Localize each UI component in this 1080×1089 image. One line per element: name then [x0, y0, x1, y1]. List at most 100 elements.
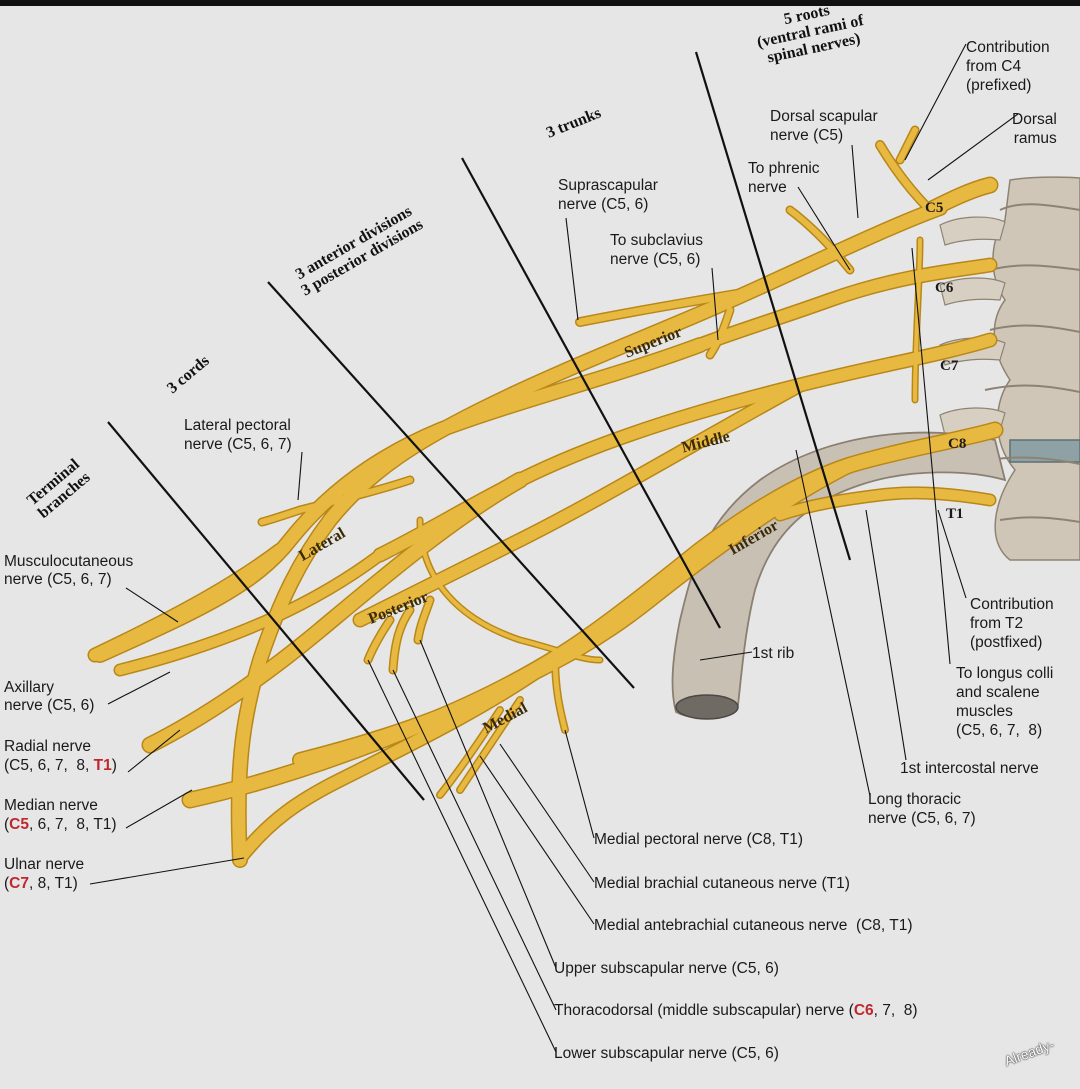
lateral-pectoral-nerve	[259, 477, 413, 525]
suprascapular-nerve	[576, 286, 764, 326]
thoracodorsal-text: Thoracodorsal (middle subscapular) nerve…	[554, 1002, 854, 1019]
leader-axillary	[107, 671, 171, 705]
label-to-subclavius: To subclavius nerve (C5, 6)	[610, 232, 704, 268]
upper-subscapular-nerve	[415, 597, 433, 643]
root-c8-label: C8	[948, 436, 967, 452]
label-medial-brachial: Medial brachial cutaneous nerve (T1)	[594, 875, 850, 892]
label-contribution-t2: Contribution from T2 (postfixed)	[970, 596, 1054, 651]
label-medial-pectoral: Medial pectoral nerve (C8, T1)	[594, 831, 804, 848]
leader-lower-subscapular	[367, 659, 557, 1053]
median-open-paren: (	[4, 816, 10, 833]
vertebral-column	[939, 176, 1080, 561]
label-axillary-1: Axillary	[4, 679, 54, 696]
top-bar	[0, 0, 1080, 6]
separator-cords-branches	[107, 421, 425, 801]
thoracodorsal-nerve	[390, 607, 413, 673]
label-ulnar-1: Ulnar nerve	[4, 856, 85, 873]
label-lateral-pectoral: Lateral pectoral nerve (C5, 6, 7)	[184, 417, 292, 453]
leader-first-rib	[699, 651, 753, 661]
c8-inferior-outline	[181, 421, 1004, 809]
label-to-phrenic: To phrenic nerve	[748, 160, 820, 196]
radial-t1-highlight: T1	[93, 757, 112, 774]
thoracodorsal-roots-text: , 7, 8)	[873, 1002, 918, 1019]
label-axillary-2: nerve (C5, 6)	[4, 697, 95, 714]
medial-cord-nerve	[293, 458, 857, 767]
median-c5-highlight: C5	[9, 816, 29, 833]
label-thoracodorsal: Thoracodorsal (middle subscapular) nerve…	[554, 1001, 918, 1020]
label-radial-1: Radial nerve	[4, 738, 92, 755]
leader-medial-pectoral	[564, 729, 595, 839]
label-long-thoracic: Long thoracic nerve (C5, 6, 7)	[868, 791, 976, 827]
lateral-cord-nerve	[93, 338, 707, 662]
separator-trunks-divisions	[461, 157, 721, 629]
label-longus-colli: To longus colli and scalene muscles (C5,…	[956, 665, 1054, 739]
ulnar-c7-highlight: C7	[9, 875, 29, 892]
label-radial-2: (C5, 6, 7, 8, T1)	[4, 756, 117, 775]
ulnar-nerve	[234, 649, 566, 864]
leader-median	[125, 789, 193, 829]
label-suprascapular: Suprascapular nerve (C5, 6)	[558, 177, 658, 213]
contribution-c4-nerve	[897, 127, 918, 163]
label-upper-subscapular: Upper subscapular nerve (C5, 6)	[554, 960, 779, 977]
label-median-2: (C5, 6, 7, 8, T1)	[4, 815, 117, 834]
leader-first-intercostal	[865, 509, 907, 761]
c6-root-nerve	[694, 259, 996, 351]
dorsal-scapular-nerve	[876, 141, 934, 214]
label-dorsal-scapular: Dorsal scapular nerve (C5)	[770, 108, 878, 144]
leader-long-thoracic	[795, 449, 871, 797]
label-lower-subscapular: Lower subscapular nerve (C5, 6)	[554, 1045, 779, 1062]
lower-subscapular-nerve	[365, 617, 393, 663]
label-contribution-c4: Contribution from C4 (prefixed)	[966, 39, 1050, 94]
leader-ulnar	[89, 857, 245, 885]
leader-musculocutaneous	[125, 587, 179, 623]
label-first-intercostal: 1st intercostal nerve	[900, 760, 1039, 777]
leader-medial-brachial	[499, 743, 595, 883]
phrenic-nerve	[787, 207, 853, 273]
leader-lines	[89, 43, 1019, 1053]
label-musculocutaneous-1: Musculocutaneous	[4, 553, 134, 570]
separator-roots-trunks	[694, 51, 852, 561]
leader-subclavius	[711, 267, 719, 341]
c5-root-nerve	[923, 178, 997, 217]
leader-upper-subscapular	[419, 639, 557, 969]
medial-antebrachial-nerve	[437, 707, 503, 798]
leader-contribution-c4	[904, 43, 967, 161]
posterior-cord-nerve	[354, 379, 806, 626]
c8-inferior-nerve	[183, 423, 1002, 807]
separator-divisions-cords	[267, 281, 635, 689]
root-c6-label: C6	[935, 280, 954, 296]
communicating-loop-nerve	[418, 518, 602, 662]
label-median-1: Median nerve	[4, 797, 98, 814]
label-musculocutaneous-2: nerve (C5, 6, 7)	[4, 571, 112, 588]
root-c5-label: C5	[925, 200, 944, 216]
radial-nerve	[143, 473, 527, 752]
root-t1-label: T1	[946, 506, 964, 522]
to-subclavius-nerve	[707, 307, 733, 358]
ulnar-roots-text: , 8, T1)	[29, 875, 78, 892]
leader-dorsal-scapular	[851, 144, 859, 219]
leader-longus-colli	[911, 247, 951, 665]
leader-dorsal-ramus	[927, 113, 1019, 181]
leader-phrenic	[797, 186, 851, 271]
leader-thoracodorsal	[392, 669, 557, 1011]
median-roots-text: , 6, 7, 8, T1)	[29, 816, 117, 833]
nerve-network	[87, 125, 1004, 868]
radial-close-paren: )	[111, 757, 117, 774]
label-medial-antebrachial: Medial antebrachial cutaneous nerve (C8,…	[594, 917, 913, 934]
thoracodorsal-c6-highlight: C6	[853, 1002, 874, 1019]
medial-brachial-nerve	[457, 697, 523, 793]
leader-contribution-t2	[937, 509, 967, 599]
leader-radial	[127, 729, 181, 773]
musculocutaneous-nerve	[89, 544, 286, 661]
t1-root-nerve	[775, 487, 995, 520]
medial-pectoral-nerve	[552, 652, 568, 733]
label-ulnar-2: (C7, 8, T1)	[4, 874, 78, 893]
radial-roots-text: (C5, 6, 7, 8,	[4, 757, 94, 774]
leader-suprascapular	[565, 217, 579, 321]
leader-medial-antebrachial	[479, 755, 595, 925]
root-c7-label: C7	[940, 358, 959, 374]
label-first-rib: 1st rib	[752, 645, 795, 662]
label-dorsal-ramus: Dorsal ramus	[1012, 111, 1057, 147]
ulnar-open-paren: (	[4, 875, 10, 892]
